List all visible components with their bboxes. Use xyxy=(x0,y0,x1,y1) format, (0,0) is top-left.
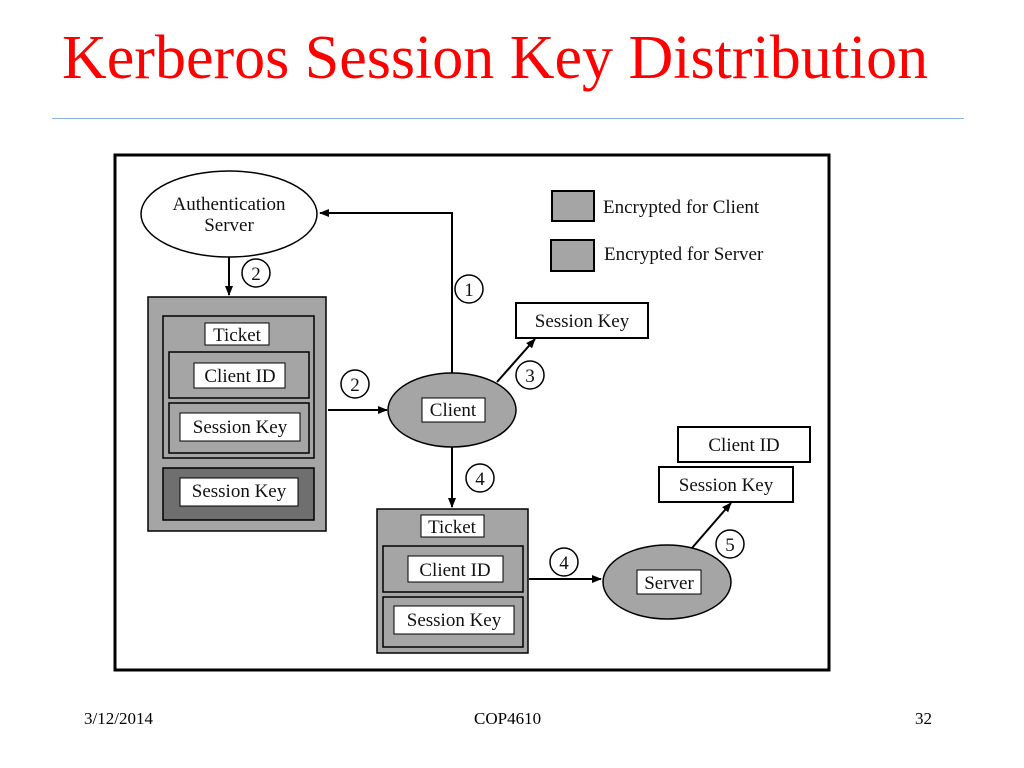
footer-page-number: 32 xyxy=(915,709,932,728)
package1-client-id-label: Client ID xyxy=(204,366,275,387)
step-4a-marker: 4 xyxy=(465,463,495,493)
package2-session-key-label: Session Key xyxy=(407,610,502,631)
step-5-marker: 5 xyxy=(715,529,745,559)
server-session-key-label: Session Key xyxy=(679,475,774,496)
client-session-key-box xyxy=(515,302,649,339)
legend-server-label: Encrypted for Server xyxy=(604,244,764,265)
svg-text:2: 2 xyxy=(350,375,360,396)
server-client-id-label: Client ID xyxy=(708,435,779,456)
step-1-marker: 1 xyxy=(454,274,484,304)
auth-server-label-line2: Server xyxy=(204,215,254,236)
arrow-client-to-session-key xyxy=(496,338,536,383)
svg-text:3: 3 xyxy=(525,366,535,387)
package1-client-session-key-label: Session Key xyxy=(192,481,287,502)
legend-client-swatch xyxy=(551,190,595,222)
step-3-marker: 3 xyxy=(515,360,545,390)
package2-ticket-label: Ticket xyxy=(428,517,477,538)
footer-course: COP4610 xyxy=(474,709,542,728)
package2-client-id-label: Client ID xyxy=(419,560,490,581)
client-session-key-label: Session Key xyxy=(535,311,630,332)
client-label: Client xyxy=(430,400,477,421)
slide-title: Kerberos Session Key Distribution xyxy=(62,24,929,92)
svg-text:5: 5 xyxy=(725,535,735,556)
svg-text:1: 1 xyxy=(464,280,474,301)
server-label: Server xyxy=(644,573,694,594)
package1-ticket-label: Ticket xyxy=(213,325,262,346)
package1-session-key-label: Session Key xyxy=(193,417,288,438)
svg-text:2: 2 xyxy=(251,264,261,285)
svg-text:4: 4 xyxy=(559,553,569,574)
title-divider xyxy=(52,118,964,119)
auth-server-label-line1: Authentication xyxy=(173,194,286,215)
step-4b-marker: 4 xyxy=(549,547,579,577)
server-session-key-box xyxy=(658,466,794,503)
footer-date: 3/12/2014 xyxy=(84,709,153,728)
svg-text:4: 4 xyxy=(475,469,485,490)
step-2b-marker: 2 xyxy=(340,369,370,399)
legend-server-swatch xyxy=(550,239,595,272)
arrow-client-to-auth-server xyxy=(319,209,453,373)
arrow-server-to-keys xyxy=(691,502,732,549)
server-client-id-box xyxy=(677,426,811,463)
step-2a-marker: 2 xyxy=(241,258,271,288)
legend-client-label: Encrypted for Client xyxy=(603,197,760,218)
